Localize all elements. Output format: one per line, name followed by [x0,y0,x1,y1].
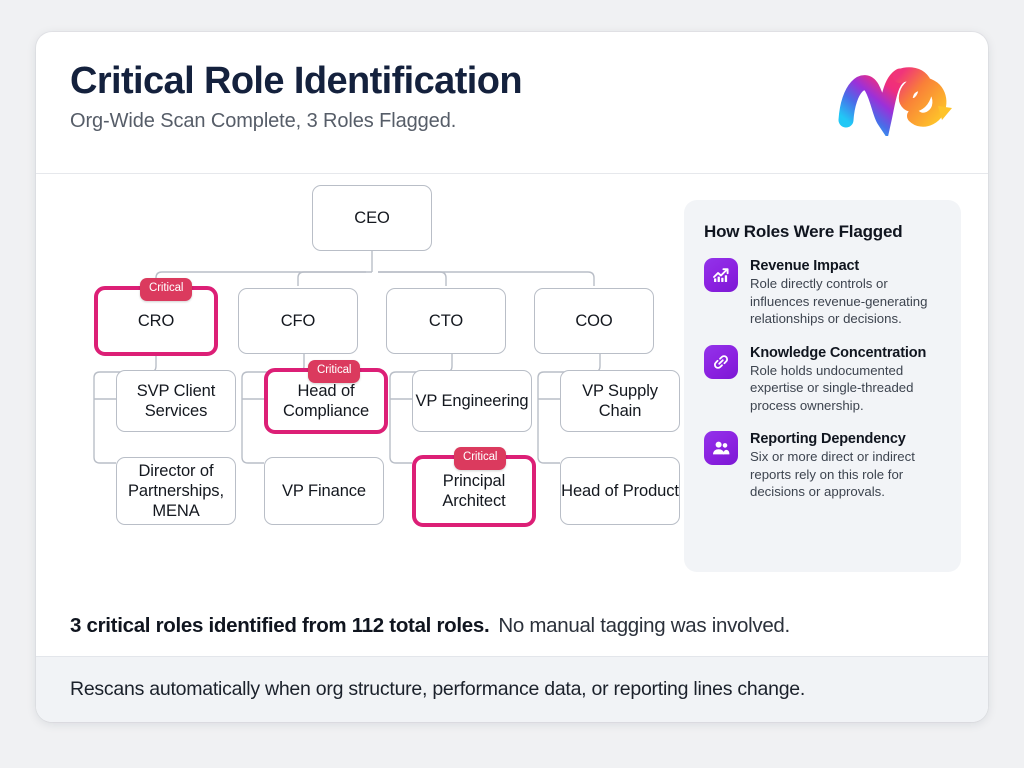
org-node-head-of-compliance[interactable]: Critical Head of Compliance [264,360,388,434]
org-node-label: CFO [280,311,316,330]
org-node-label: Director of Partnerships, MENA [128,461,224,521]
legend-text: Knowledge Concentration Role holds undoc… [750,345,941,415]
org-node-vp-finance[interactable]: VP Finance [264,457,384,525]
org-node-director-partnerships-mena[interactable]: Director of Partnerships, MENA [116,457,236,525]
org-node-label: CEO [354,208,390,227]
report-card: Critical Role Identification Org-Wide Sc… [36,32,988,722]
summary-line: 3 critical roles identified from 112 tot… [70,614,790,638]
org-node-cfo[interactable]: CFO [238,288,358,354]
org-node-label: CRO [137,311,175,330]
org-node-principal-architect[interactable]: Critical Principal Architect [412,447,536,527]
how-roles-were-flagged-panel: How Roles Were Flagged Revenue Impact Ro… [684,200,961,572]
critical-badge: Critical [454,447,507,470]
legend-item-reporting-dependency: Reporting Dependency Six or more direct … [704,431,941,501]
footer-text: Rescans automatically when org structure… [70,678,806,700]
org-node-svp-client-services[interactable]: SVP Client Services [116,370,236,432]
org-node-label: VP Engineering [415,391,529,410]
org-node-vp-engineering[interactable]: VP Engineering [412,370,532,432]
card-footer: Rescans automatically when org structure… [36,656,988,722]
org-node-label: Head of Compliance [282,381,370,420]
legend-item-desc: Role holds undocumented expertise or sin… [750,362,914,413]
legend-item-knowledge-concentration: Knowledge Concentration Role holds undoc… [704,344,941,415]
org-node-label: COO [575,311,613,330]
org-node-label: Principal Architect [442,471,506,510]
chart-trending-up-icon [704,258,738,292]
org-node-label: SVP Client Services [136,381,216,420]
summary-light: No manual tagging was involved. [498,614,790,637]
org-node-head-of-product[interactable]: Head of Product [560,457,680,525]
link-chain-icon [704,344,738,379]
card-body: CEO Critical CRO CFO CTO COO SVP Client … [36,174,988,656]
org-node-label: CTO [428,311,464,330]
legend-item-name: Revenue Impact [750,258,860,274]
org-node-label: VP Supply Chain [582,381,658,420]
org-node-ceo[interactable]: CEO [312,185,432,251]
org-node-vp-supply-chain[interactable]: VP Supply Chain [560,370,680,432]
legend-text: Revenue Impact Role directly controls or… [750,258,941,328]
users-group-icon [704,431,738,466]
critical-badge: Critical [308,360,361,383]
me-logo [838,67,952,136]
summary-bold: 3 critical roles identified from 112 tot… [70,614,490,637]
legend-item-name: Reporting Dependency [750,431,906,448]
org-chart: CEO Critical CRO CFO CTO COO SVP Client … [36,174,696,594]
page-subtitle: Org-Wide Scan Complete, 3 Roles Flagged. [70,109,457,132]
critical-badge: Critical [140,278,193,301]
page-title: Critical Role Identification [70,60,523,102]
legend-item-desc: Six or more direct or indirect reports r… [750,449,915,500]
card-header: Critical Role Identification Org-Wide Sc… [36,32,988,174]
org-node-cro[interactable]: Critical CRO [94,278,218,356]
legend-item-desc: Role directly controls or influences rev… [750,276,928,327]
org-node-label: VP Finance [282,481,366,500]
org-node-cto[interactable]: CTO [386,288,506,354]
legend-item-revenue-impact: Revenue Impact Role directly controls or… [704,258,941,328]
panel-title: How Roles Were Flagged [704,222,903,241]
legend-text: Reporting Dependency Six or more direct … [750,431,941,501]
org-node-label: Head of Product [561,481,679,500]
org-node-coo[interactable]: COO [534,288,654,354]
legend-item-name: Knowledge Concentration [750,344,927,361]
